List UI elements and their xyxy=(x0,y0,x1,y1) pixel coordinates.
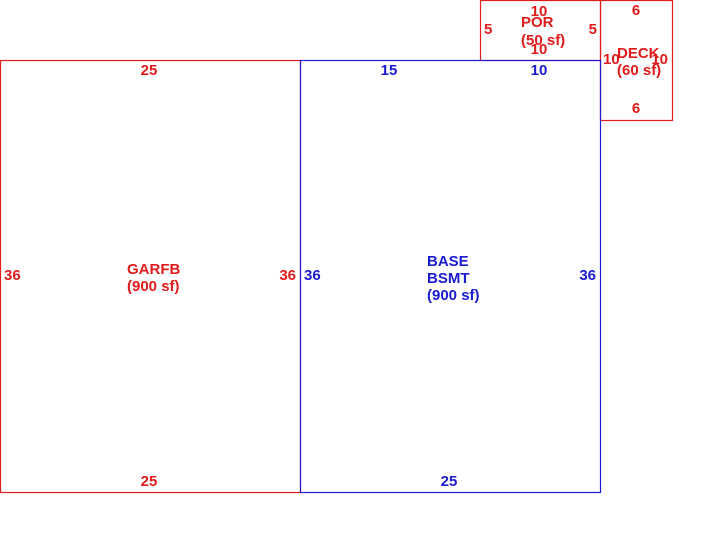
base-dim-top-b: 10 xyxy=(531,62,548,79)
base-dim-bottom: 25 xyxy=(441,473,458,490)
base-name: BASE xyxy=(427,253,469,270)
deck-dim-left: 10 xyxy=(603,51,620,68)
deck-dim-right: 10 xyxy=(651,51,668,68)
base-dim-right: 36 xyxy=(579,267,596,284)
base-outline xyxy=(299,59,602,494)
por-dim-right: 5 xyxy=(589,21,597,38)
por-dim-left: 5 xyxy=(484,21,492,38)
garfb-dim-bottom: 25 xyxy=(141,473,158,490)
deck-dim-top: 6 xyxy=(632,2,640,19)
por-dim-top: 10 xyxy=(531,3,548,20)
por-name: POR xyxy=(521,14,554,31)
garfb-name: GARFB xyxy=(127,261,180,278)
garfb-dim-right: 36 xyxy=(279,267,296,284)
garfb-dim-left: 36 xyxy=(4,267,21,284)
base-area: (900 sf) xyxy=(427,287,480,304)
por-dim-bottom: 10 xyxy=(531,41,548,58)
por-area: (50 sf) xyxy=(521,32,565,49)
base-name-2: BSMT xyxy=(427,270,470,287)
base-dim-left: 36 xyxy=(304,267,321,284)
base-dim-top-a: 15 xyxy=(381,62,398,79)
garfb-area: (900 sf) xyxy=(127,278,180,295)
deck-dim-bottom: 6 xyxy=(632,100,640,117)
deck-area: (60 sf) xyxy=(617,62,661,79)
garfb-dim-top: 25 xyxy=(141,62,158,79)
deck-name: DECK xyxy=(617,45,660,62)
